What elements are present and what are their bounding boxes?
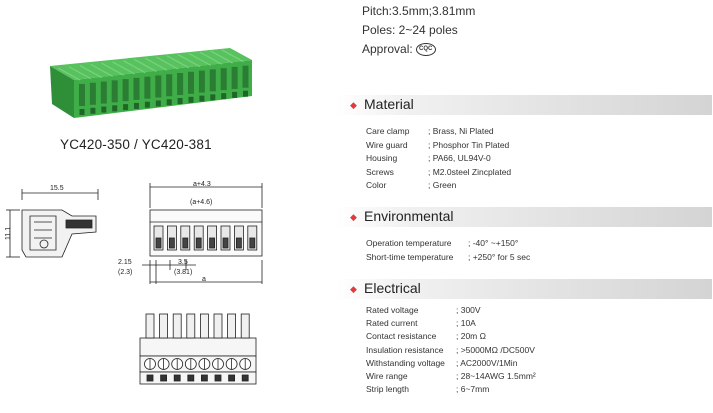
spec-value: ; 300V [456,305,481,315]
front-top-alt-label: (a+4.6) [190,199,212,206]
spec-label: Rated current [366,318,418,329]
spec-label: Contact resistance [366,331,437,342]
front-top-label: a+4.3 [193,181,211,188]
section-header-environmental: ◆ Environmental [336,207,712,227]
spec-value: ; 28~14AWG 1.5mm² [456,371,536,381]
spec-value: ; 6~7mm [456,384,490,395]
spec-value: ; -40° ~+150° [468,238,519,248]
side-height-label: 11.1 [5,227,12,240]
spec-label: Color [366,180,387,190]
spec-label: Wire range [366,371,408,381]
side-width-label: 15.5 [50,185,64,192]
margin-alt-label: (2.3) [118,269,132,276]
spec-label: Housing [366,153,398,163]
spec-value: ; M2.0steel Zincplated [428,166,512,177]
bullet-diamond-icon: ◆ [350,212,357,222]
section-title: Material [364,96,414,112]
spec-label: Screws [366,166,394,177]
dimension-drawing: 15.5 11.1 a+4.3 (a+4.6) 2.15 (2.3) 3.5 (… [5,181,263,385]
spec-label: Rated voltage [366,305,419,315]
spec-label: Strip length [366,384,409,395]
product-image [50,48,252,118]
span-label: a [202,276,206,283]
spec-value: ; Brass, Ni Plated [428,126,494,136]
spec-value: ; 20m Ω [456,331,486,342]
approval-line: Approval:CQC [362,42,436,57]
spec-value: ; Phosphor Tin Plated [428,139,510,150]
product-model: YC420-350 / YC420-381 [60,137,212,152]
approval-label: Approval: [362,42,413,56]
pitch-label: 3.5 [178,259,188,266]
margin-label: 2.15 [118,259,132,266]
pitch-text: Pitch:3.5mm;3.81mm [362,4,476,18]
poles-text: Poles: 2~24 poles [362,23,458,37]
spec-value: ; PA66, UL94V-0 [428,153,491,163]
spec-label: Withstanding voltage [366,357,445,368]
spec-label: Operation temperature [366,238,452,248]
spec-value: ; AC2000V/1Min [456,357,518,368]
section-title: Environmental [364,208,454,224]
plug-view [139,313,257,385]
spec-label: Wire guard [366,139,408,150]
spec-value: ; Green [428,180,457,190]
spec-value: ; >5000MΩ /DC500V [456,344,535,355]
bullet-diamond-icon: ◆ [350,284,357,294]
spec-label: Care clamp [366,126,410,136]
spec-value: ; +250° for 5 sec [468,251,531,262]
front-view [142,183,263,284]
spec-label: Insulation resistance [366,344,444,355]
side-view [6,189,99,258]
section-header-electrical: ◆ Electrical [336,279,712,299]
cqc-mark-icon: CQC [415,43,436,57]
spec-value: ; 10A [456,318,476,329]
bullet-diamond-icon: ◆ [350,100,357,110]
spec-label: Short-time temperature [366,251,454,262]
section-header-material: ◆ Material [336,95,712,115]
pitch-alt-label: (3.81) [174,269,192,276]
section-title: Electrical [364,280,421,296]
